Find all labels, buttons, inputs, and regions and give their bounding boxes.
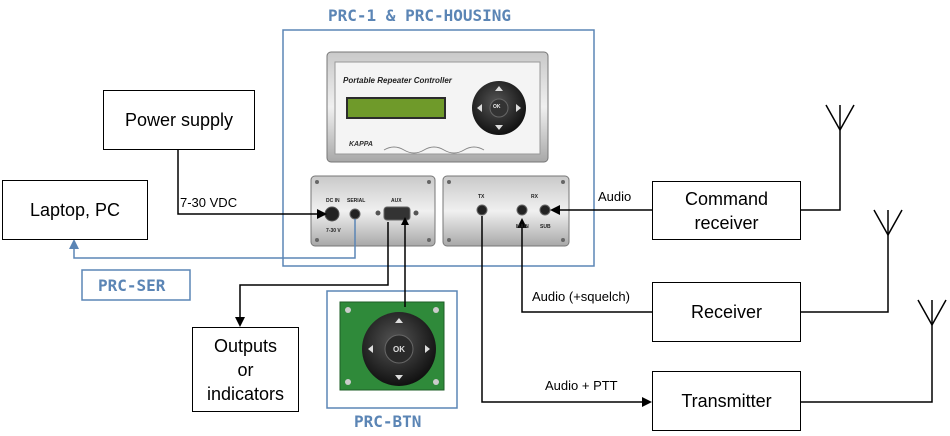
ser-title: PRC-SER: [98, 276, 166, 295]
wire-power: [177, 150, 327, 219]
wire-transmitter-audio: [481, 216, 652, 407]
receiver-box: Receiver: [652, 282, 801, 342]
wire-aux-outputs: [235, 222, 389, 327]
outputs-label-line3: indicators: [206, 383, 285, 404]
housing-frame: [282, 29, 595, 267]
outputs-box: Outputs or indicators: [192, 327, 299, 412]
port-main-label: MAIN: [516, 224, 529, 230]
receiver-audio-label: Audio (+squelch): [532, 289, 630, 304]
btn-title: PRC-BTN: [354, 412, 422, 431]
wire-serial: [69, 219, 356, 259]
wire-receiver-audio: [517, 218, 652, 313]
antenna-receiver: [800, 209, 903, 313]
btn-frame: [326, 290, 458, 409]
power-supply-label: Power supply: [124, 110, 234, 130]
command-receiver-label-line2: receiver: [694, 212, 759, 233]
power-supply-box: Power supply: [103, 90, 255, 150]
laptop-box: Laptop, PC: [2, 180, 148, 240]
outputs-label-line2: or: [237, 359, 254, 380]
lcd-display: [346, 97, 446, 119]
transmitter-box: Transmitter: [652, 371, 801, 431]
front-logo: KAPPA: [349, 141, 373, 148]
btn-ok-label: OK: [393, 345, 405, 354]
command-receiver-box: Command receiver: [652, 181, 801, 240]
button-board: [339, 301, 445, 391]
port-rx-label: RX: [531, 194, 538, 200]
transmitter-audio-label: Audio + PTT: [545, 378, 618, 393]
port-dcin-label: DC IN: [326, 198, 340, 204]
port-dcin-range-label: 7-30 V: [326, 228, 341, 234]
antenna-command: [800, 104, 855, 211]
transmitter-label: Transmitter: [681, 391, 772, 411]
ser-frame: [81, 269, 191, 301]
power-connection-label: 7-30 VDC: [180, 195, 238, 210]
receiver-label: Receiver: [690, 302, 763, 322]
port-tx-label: TX: [478, 194, 485, 200]
outputs-label-line1: Outputs: [213, 335, 278, 356]
port-aux-label: AUX: [391, 198, 402, 204]
rear-panel-right: [442, 175, 570, 247]
laptop-label: Laptop, PC: [29, 200, 121, 220]
front-panel-title: Portable Repeater Controller: [343, 76, 452, 85]
port-sub-label: SUB: [540, 224, 551, 230]
housing-title: PRC-1 & PRC-HOUSING: [328, 6, 512, 25]
command-audio-label: Audio: [598, 189, 632, 204]
front-ok-label: OK: [493, 104, 501, 110]
port-serial-label: SERIAL: [347, 198, 366, 204]
antenna-transmitter: [800, 299, 947, 403]
command-receiver-label-line1: Command: [684, 188, 769, 209]
rear-panel-left: [310, 175, 436, 247]
